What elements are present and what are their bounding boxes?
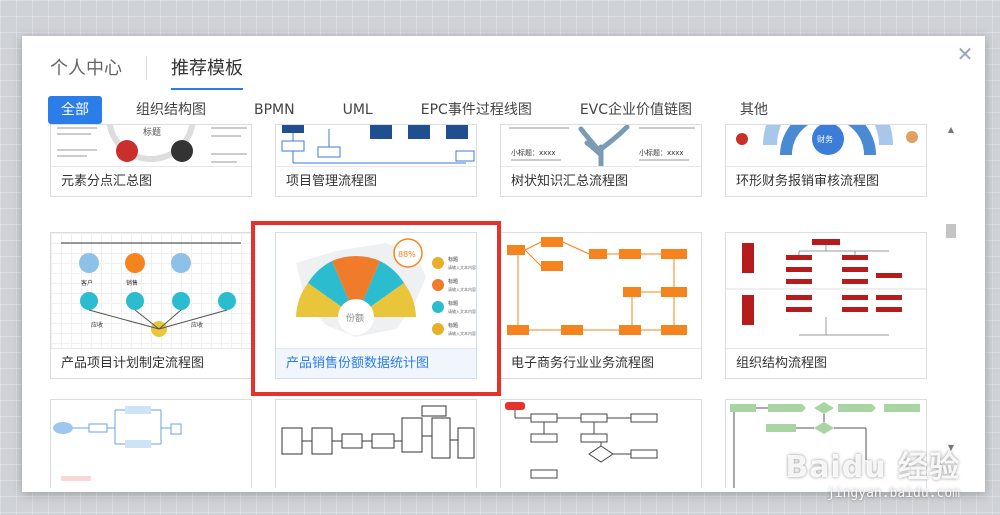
category-filters: 全部 组织结构图 BPMN UML EPC事件过程线图 EVC企业价值链图 其他: [48, 96, 792, 124]
template-grid: 标题 元素分点汇总图: [50, 124, 956, 488]
template-title: 产品项目计划制定流程图: [51, 348, 251, 378]
template-card[interactable]: 财务 环形财务报销审核流程图: [725, 124, 927, 197]
svg-text:客户: 客户: [81, 279, 93, 287]
template-card[interactable]: 份额 88% 标题 请输入文本内容 标题 请输入文本内容 标题 请输入文本内容 …: [275, 232, 477, 379]
template-card[interactable]: 客户 销售 应收 应收 产品项目计划制定流程图: [50, 232, 252, 379]
template-thumbnail: 财务: [726, 125, 926, 168]
svg-text:标题: 标题: [448, 278, 458, 285]
template-thumbnail: [276, 400, 476, 488]
svg-text:标题: 标题: [448, 322, 458, 329]
template-thumbnail: [501, 233, 701, 350]
svg-text:应收: 应收: [191, 321, 203, 329]
svg-text:份额: 份额: [346, 312, 364, 324]
filter-bpmn[interactable]: BPMN: [254, 102, 295, 118]
filter-evc[interactable]: EVC企业价值链图: [579, 102, 693, 118]
template-card[interactable]: 项目管理流程图: [275, 124, 477, 197]
template-title: 电子商务行业业务流程图: [501, 348, 701, 378]
filter-all[interactable]: 全部: [48, 96, 102, 124]
template-thumbnail: 标题: [51, 125, 251, 168]
template-thumbnail: 份额 88% 标题 请输入文本内容 标题 请输入文本内容 标题 请输入文本内容 …: [276, 233, 476, 350]
template-card[interactable]: [50, 399, 252, 488]
template-thumbnail: [501, 400, 701, 488]
template-title: 项目管理流程图: [276, 166, 476, 196]
template-card[interactable]: [275, 399, 477, 488]
template-thumbnail: [726, 233, 926, 350]
watermark-brand: Baidu 经验: [785, 450, 960, 485]
filter-other[interactable]: 其他: [740, 102, 769, 118]
svg-text:标题: 标题: [448, 300, 458, 307]
dialog-header: 个人中心 推荐模板: [50, 54, 243, 90]
scroll-up-icon[interactable]: ▲: [947, 125, 955, 134]
template-title: 组织结构流程图: [726, 348, 926, 378]
template-title: 产品销售份额数据统计图: [276, 348, 476, 378]
filter-epc[interactable]: EPC事件过程线图: [420, 102, 532, 118]
template-card[interactable]: 组织结构流程图: [725, 232, 927, 379]
template-card[interactable]: 小标题：xxxx 小标题：xxxx 树状知识汇总流程图: [500, 124, 702, 197]
svg-text:应收: 应收: [91, 321, 103, 329]
scroll-thumb[interactable]: [946, 224, 956, 238]
svg-text:小标题：xxxx: 小标题：xxxx: [639, 148, 684, 157]
svg-text:请输入文本内容: 请输入文本内容: [448, 264, 476, 270]
filter-org-chart[interactable]: 组织结构图: [136, 102, 206, 118]
svg-text:财务: 财务: [817, 134, 833, 144]
filter-uml[interactable]: UML: [342, 102, 373, 118]
template-dialog: ✕ 个人中心 推荐模板 全部 组织结构图 BPMN UML EPC事件过程线图 …: [22, 36, 985, 492]
scroll-down-icon[interactable]: ▼: [947, 443, 955, 452]
template-thumbnail: 小标题：xxxx 小标题：xxxx: [501, 125, 701, 171]
watermark-url: jingyan.baidu.com: [826, 486, 960, 501]
svg-text:88%: 88%: [398, 250, 416, 259]
tab-recommended-templates[interactable]: 推荐模板: [171, 54, 243, 90]
header-divider: [146, 56, 147, 80]
svg-text:请输入文本内容: 请输入文本内容: [448, 330, 476, 336]
template-thumbnail: 客户 销售 应收 应收: [51, 233, 251, 350]
template-title: 环形财务报销审核流程图: [726, 166, 926, 196]
vertical-scrollbar[interactable]: ▲ ▼: [945, 124, 957, 454]
svg-text:标题: 标题: [448, 256, 458, 263]
svg-text:请输入文本内容: 请输入文本内容: [448, 308, 476, 314]
template-card[interactable]: 标题 元素分点汇总图: [50, 124, 252, 197]
svg-text:销售: 销售: [126, 279, 138, 287]
svg-text:小标题：xxxx: 小标题：xxxx: [511, 148, 556, 157]
template-title: 元素分点汇总图: [51, 166, 251, 196]
template-thumbnail: [51, 400, 251, 488]
template-title: 树状知识汇总流程图: [501, 166, 701, 196]
template-thumbnail: [726, 400, 926, 488]
template-card[interactable]: [725, 399, 927, 488]
watermark: Baidu 经验 jingyan.baidu.com: [785, 442, 960, 501]
template-card[interactable]: 电子商务行业业务流程图: [500, 232, 702, 379]
svg-text:请输入文本内容: 请输入文本内容: [448, 286, 476, 292]
tab-personal-center[interactable]: 个人中心: [50, 58, 122, 79]
svg-text:标题: 标题: [143, 126, 161, 138]
close-icon[interactable]: ✕: [956, 42, 974, 66]
template-card[interactable]: [500, 399, 702, 488]
template-thumbnail: [276, 125, 476, 168]
